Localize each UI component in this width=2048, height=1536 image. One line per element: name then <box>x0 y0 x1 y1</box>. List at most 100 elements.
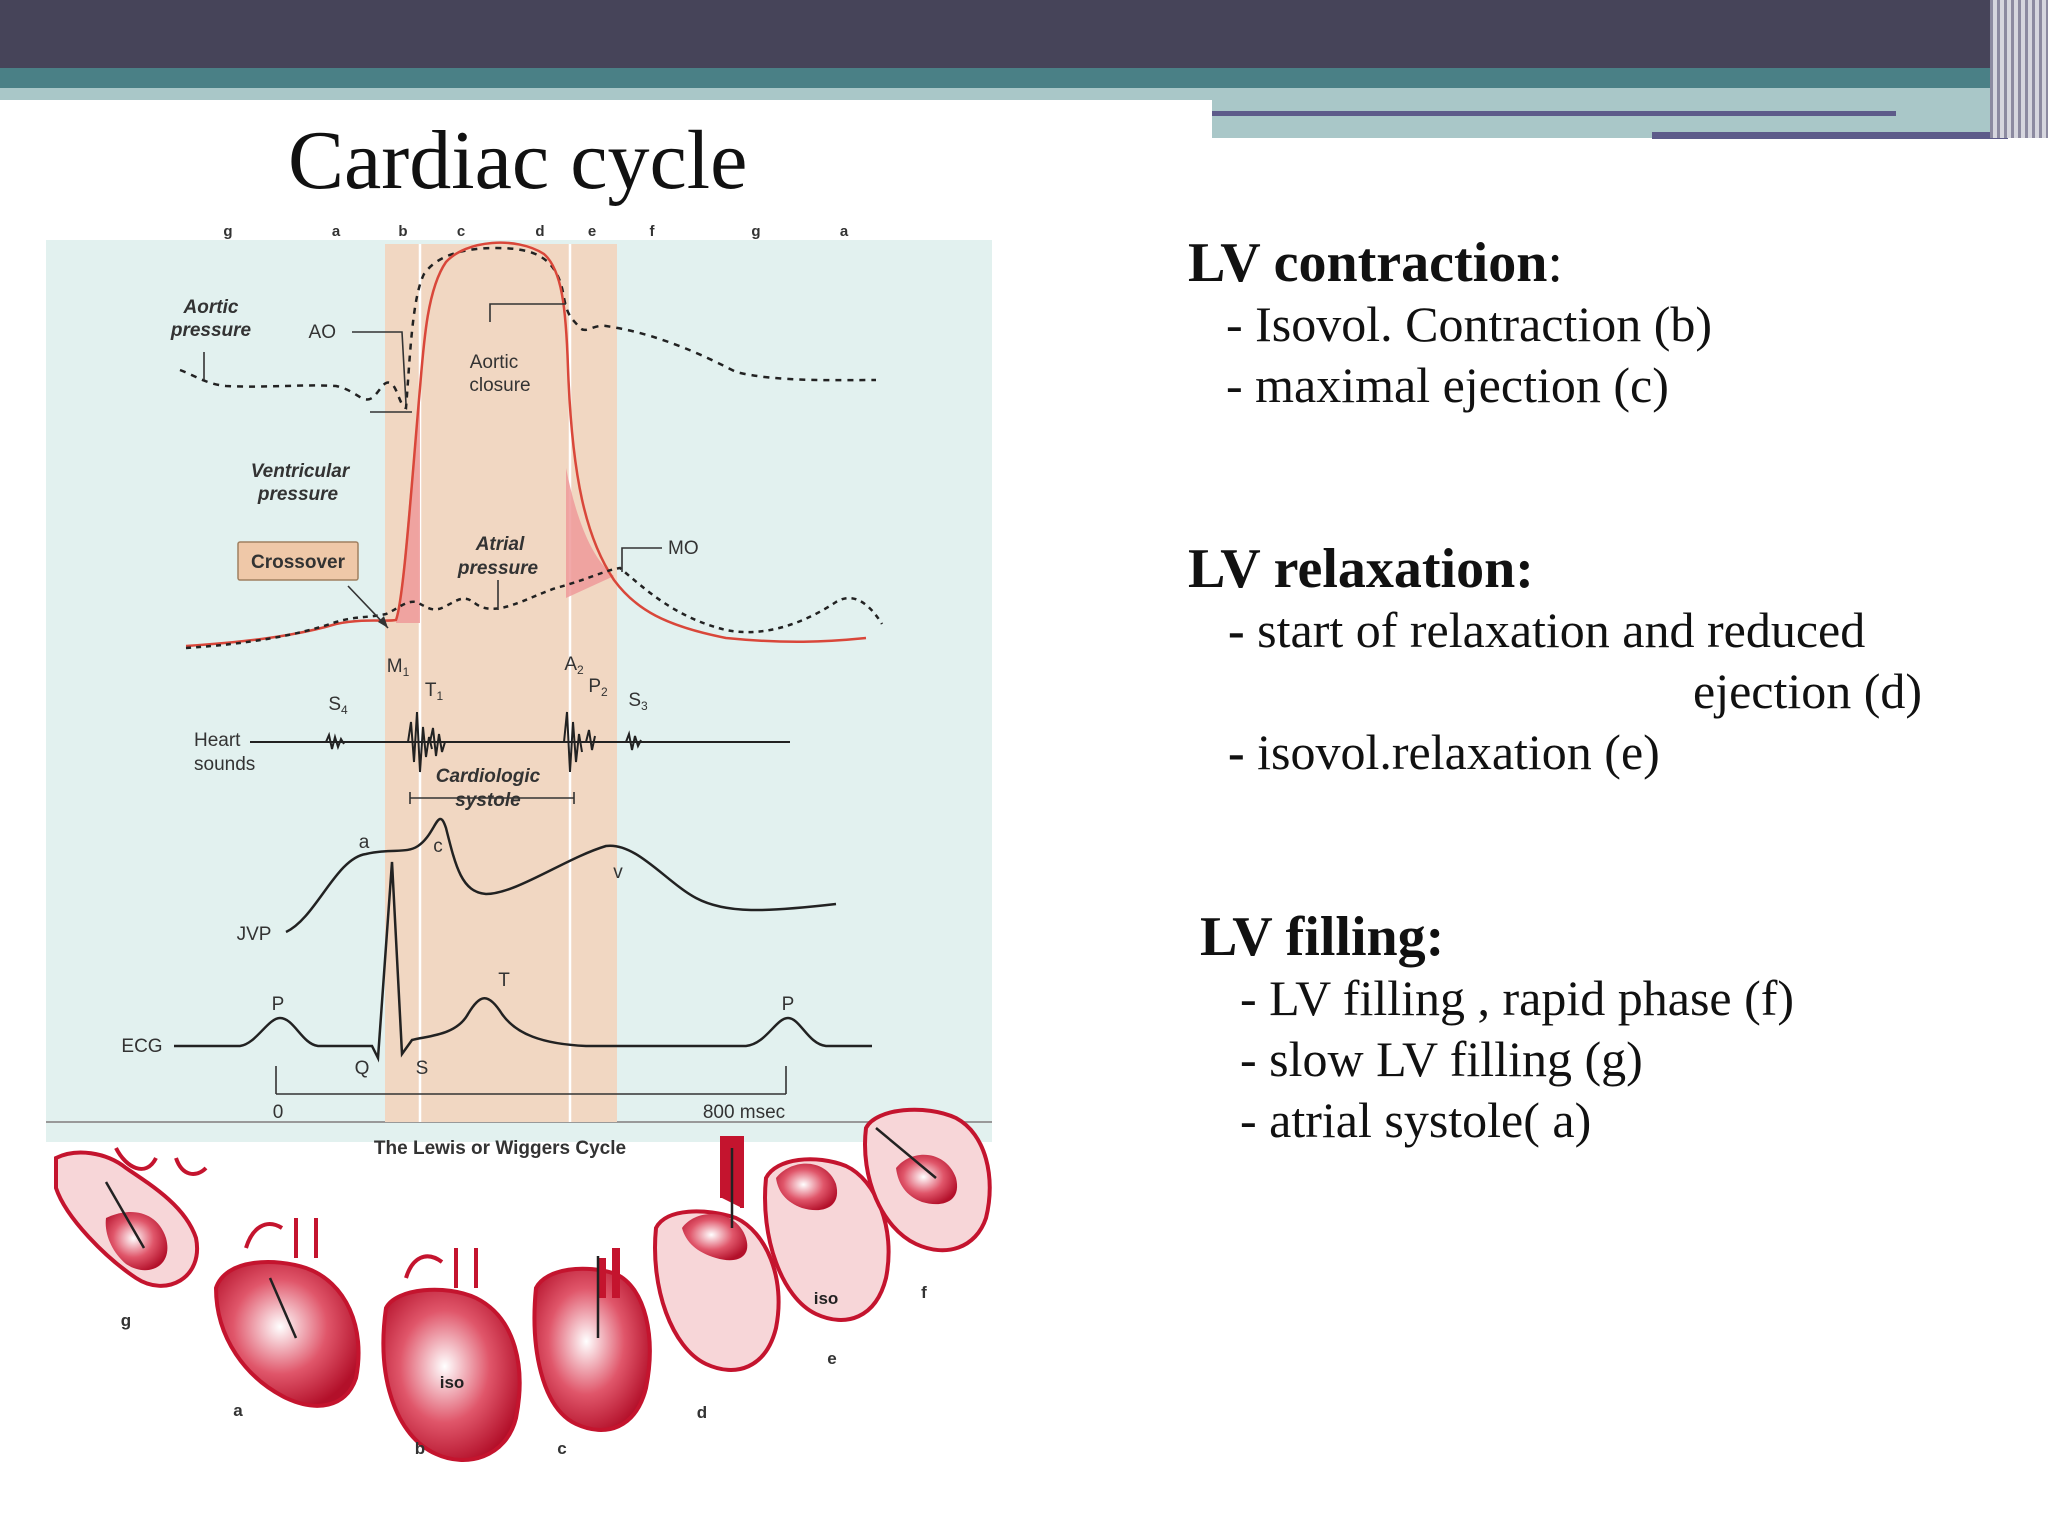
section-lv-contraction: LV contraction: - Isovol. Contraction (b… <box>1188 232 1712 416</box>
list-dash: - <box>1228 602 1245 658</box>
isovolumic-contraction-shade <box>396 388 420 623</box>
heart-phase-f <box>863 1107 992 1253</box>
heart-phase-d <box>653 1136 781 1372</box>
phase-letter-f: f <box>650 223 656 240</box>
aortic-pressure-label-line1: Aortic <box>183 297 239 318</box>
jvp-label: JVP <box>237 924 272 945</box>
aortic-closure-label-line2: closure <box>469 375 530 396</box>
time-zero-label: 0 <box>273 1102 284 1123</box>
list-item: - Isovol. Contraction (b) <box>1226 296 1713 352</box>
list-text: isovol.relaxation (e) <box>1244 724 1660 780</box>
heart-label-f: f <box>921 1283 927 1302</box>
phase-letter-e: e <box>588 223 596 240</box>
list-item: - atrial systole( a) <box>1240 1092 1592 1148</box>
list-item-continuation: ejection (d) <box>1693 663 1923 719</box>
heart-phase-a <box>213 1218 361 1408</box>
header-accent-line-lower <box>1652 132 2008 139</box>
s4-label: S4 <box>328 694 348 717</box>
phase-letter-d: d <box>535 223 544 240</box>
jvp-a-label: a <box>359 832 370 853</box>
heart-phase-c <box>532 1248 652 1432</box>
heart-label-c: c <box>557 1439 566 1458</box>
list-item: - start of relaxation and reduced <box>1188 600 1922 661</box>
phase-letter-c: c <box>457 223 465 240</box>
aortic-closure-label-line1: Aortic <box>470 352 519 373</box>
heart-label-g: g <box>121 1311 131 1330</box>
cardiologic-systole-label-line1: Cardiologic <box>436 766 541 787</box>
heart-label-e: e <box>827 1349 836 1368</box>
header-dark-bar <box>0 0 2048 68</box>
heart-iso-label-e: iso <box>814 1289 839 1308</box>
header-teal-bar <box>0 68 2048 88</box>
jvp-curve <box>285 817 837 934</box>
list-item: - maximal ejection (c) <box>1226 357 1669 413</box>
section-lv-filling: LV filling: - LV filling , rapid phase (… <box>1200 906 1794 1151</box>
atrial-pressure-curve <box>185 566 884 650</box>
header-light-bar-left <box>0 88 1212 100</box>
heart-phase-g <box>54 1147 208 1288</box>
ao-leader <box>352 331 407 405</box>
atrial-pressure-label-line1: Atrial <box>475 534 525 555</box>
jvp-v-label: v <box>613 862 623 883</box>
a2-label: A2 <box>564 654 584 677</box>
list-item: - LV filling , rapid phase (f) <box>1240 970 1795 1026</box>
list-text: start of relaxation and reduced <box>1244 602 1866 658</box>
list-dash: - <box>1228 724 1245 780</box>
heart-iso-label-b: iso <box>440 1373 465 1392</box>
ecg-trace <box>174 861 872 1063</box>
ecg-t-label: T <box>498 970 510 991</box>
s3-label: S3 <box>628 690 648 713</box>
heart-phase-b <box>381 1248 522 1462</box>
crossover-arrowhead <box>378 616 388 628</box>
wiggers-diagram-svg: g a b c d e f g a Aortic pressure AO Aor… <box>46 218 992 1462</box>
heading-text: LV contraction <box>1188 232 1548 294</box>
ecg-s-label: S <box>416 1058 429 1079</box>
diagram-caption: The Lewis or Wiggers Cycle <box>374 1138 626 1159</box>
slide-title: Cardiac cycle <box>288 114 748 207</box>
heart-label-d: d <box>697 1403 707 1422</box>
ecg-label: ECG <box>121 1036 162 1057</box>
systole-band <box>385 244 617 1122</box>
ecg-p2-label: P <box>782 994 795 1015</box>
t1-label: T1 <box>425 680 444 703</box>
mo-leader <box>621 547 662 572</box>
ao-label: AO <box>309 322 336 343</box>
ecg-q-label: Q <box>355 1058 370 1079</box>
aortic-pressure-curve <box>179 246 877 410</box>
header-accent-line <box>1212 111 1896 116</box>
mo-label: MO <box>668 538 699 559</box>
section-heading: LV filling: <box>1200 906 1445 968</box>
phase-letter-g1: g <box>223 223 232 240</box>
crossover-label: Crossover <box>251 552 346 573</box>
p2-label: P2 <box>588 676 608 699</box>
heart-label-b: b <box>415 1439 425 1458</box>
time-800-label: 800 msec <box>703 1102 785 1123</box>
aortic-closure-leader <box>489 303 566 322</box>
heart-illustrations <box>54 1107 992 1462</box>
list-item: - slow LV filling (g) <box>1240 1031 1643 1087</box>
heart-sounds-label-line2: sounds <box>194 754 255 775</box>
phase-letter-g2: g <box>751 223 760 240</box>
m1-label: M1 <box>387 656 410 679</box>
phase-letter-b: b <box>398 223 407 240</box>
section-heading: LV relaxation: <box>1188 538 1534 600</box>
isovolumic-relaxation-shade <box>566 468 614 598</box>
diagram-header-strip <box>46 218 992 240</box>
jvp-c-label: c <box>433 836 443 857</box>
ecg-p1-label: P <box>272 994 285 1015</box>
heart-phase-e <box>763 1157 891 1322</box>
atrial-pressure-label-line2: pressure <box>457 558 539 579</box>
aortic-pressure-label-line2: pressure <box>170 320 252 341</box>
crossover-box <box>237 541 359 581</box>
cardiologic-systole-label-line2: systole <box>455 790 521 811</box>
heart-label-a: a <box>233 1401 243 1420</box>
phase-letter-a1: a <box>332 223 341 240</box>
phase-letter-a2: a <box>840 223 849 240</box>
wiggers-diagram: g a b c d e f g a Aortic pressure AO Aor… <box>46 218 994 1518</box>
section-lv-relaxation: LV relaxation: - start of relaxation and… <box>1188 538 1922 783</box>
ventricular-pressure-label-line2: pressure <box>257 484 339 505</box>
section-heading: LV contraction: <box>1188 232 1712 294</box>
ventricular-pressure-label-line1: Ventricular <box>251 461 351 482</box>
header-right-stripes <box>1990 0 2048 138</box>
heart-sounds-label-line1: Heart <box>194 730 241 751</box>
